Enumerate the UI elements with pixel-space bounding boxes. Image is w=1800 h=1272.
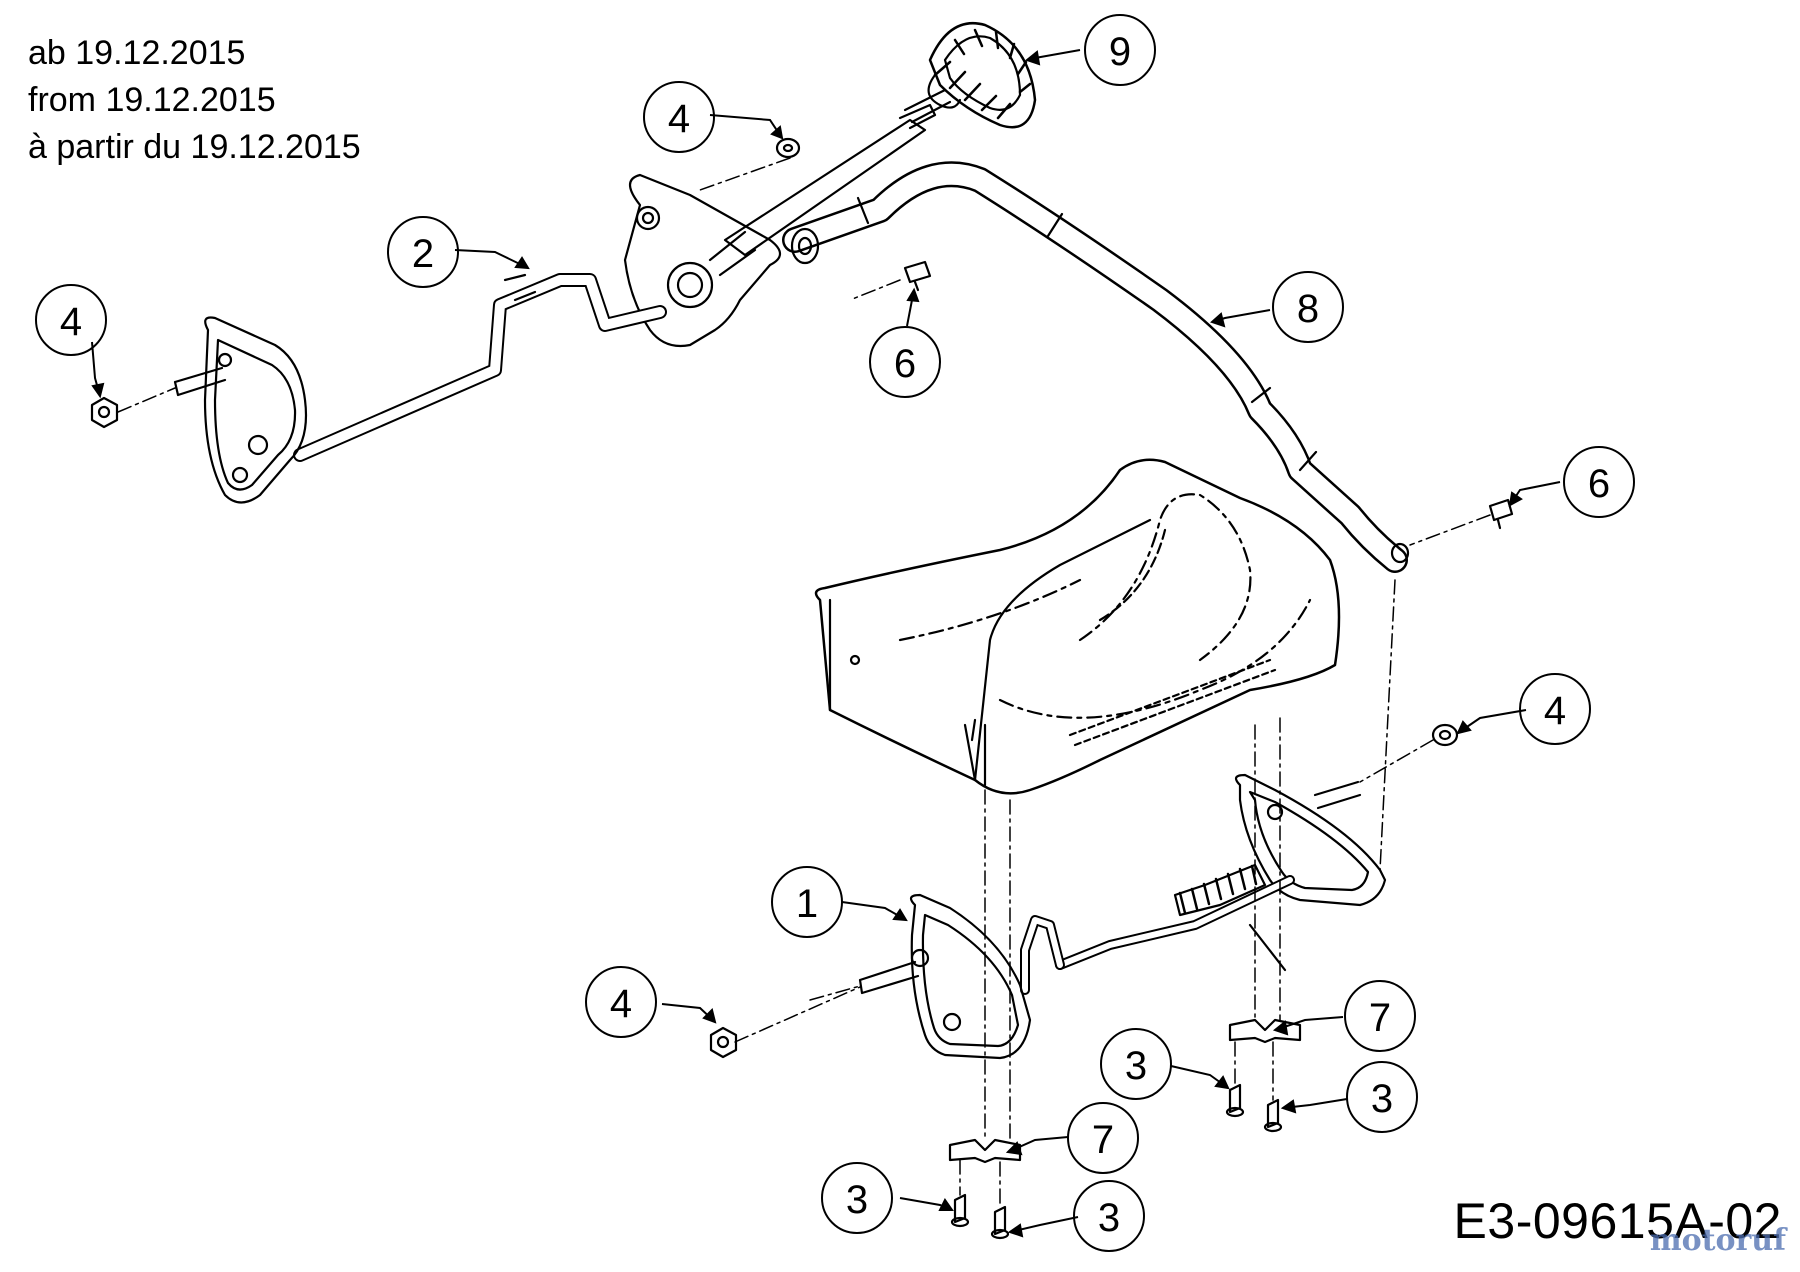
callout-circle-6a bbox=[869, 326, 941, 398]
callout-label-6b: 6 bbox=[1588, 462, 1610, 506]
diagram-code: E3-09615A-02 bbox=[1453, 1193, 1782, 1249]
upper-control-bar bbox=[293, 273, 667, 462]
callout-label-8: 8 bbox=[1297, 287, 1319, 331]
cable-clip-upper bbox=[1228, 1018, 1302, 1044]
screw-c bbox=[1225, 1083, 1245, 1118]
callout-label-3b: 3 bbox=[1371, 1077, 1393, 1121]
callout-circle-8 bbox=[1272, 271, 1344, 343]
callout-circle-3c bbox=[821, 1162, 893, 1234]
nut-lower-left bbox=[709, 1026, 738, 1059]
callout-circle-4a bbox=[643, 81, 715, 153]
callout-label-4b: 4 bbox=[60, 300, 82, 344]
nut-top bbox=[775, 137, 801, 159]
note-line-en: from 19.12.2015 bbox=[28, 81, 276, 119]
callout-circle-3b bbox=[1346, 1061, 1418, 1133]
lower-height-bracket bbox=[858, 773, 1387, 1060]
date-note: ab 19.12.2015 from 19.12.2015 à partir d… bbox=[28, 30, 361, 171]
callout-circle-2 bbox=[387, 216, 459, 288]
callout-label-1: 1 bbox=[796, 882, 818, 926]
bolt-upper bbox=[903, 260, 932, 292]
cable-clip-lower bbox=[948, 1138, 1022, 1164]
callout-circle-7b bbox=[1067, 1102, 1139, 1174]
nut-right bbox=[1431, 723, 1459, 747]
callout-circle-7a bbox=[1344, 980, 1416, 1052]
callout-label-9: 9 bbox=[1109, 30, 1131, 74]
note-line-de: ab 19.12.2015 bbox=[28, 34, 246, 72]
callout-label-4d: 4 bbox=[610, 982, 632, 1026]
note-line-fr: à partir du 19.12.2015 bbox=[28, 128, 361, 166]
callout-circle-3a bbox=[1100, 1028, 1172, 1100]
screw-b bbox=[990, 1205, 1010, 1240]
callout-label-6a: 6 bbox=[894, 342, 916, 386]
callout-label-3c: 3 bbox=[846, 1178, 868, 1222]
callout-circle-1 bbox=[771, 866, 843, 938]
callout-label-2: 2 bbox=[412, 232, 434, 276]
callouts bbox=[35, 14, 1635, 1252]
callout-circle-3d bbox=[1073, 1180, 1145, 1252]
callout-label-7a: 7 bbox=[1369, 996, 1391, 1040]
callout-label-7b: 7 bbox=[1092, 1118, 1114, 1162]
watermark-logo: motoruf bbox=[1649, 1223, 1786, 1258]
screw-a bbox=[950, 1193, 970, 1228]
rear-deck-shield bbox=[814, 458, 1341, 795]
left-bracket-plate bbox=[173, 316, 308, 504]
callout-circle-4d bbox=[585, 966, 657, 1038]
handle-knob bbox=[903, 22, 1037, 129]
nut-upper-left bbox=[90, 396, 119, 429]
callout-label-4c: 4 bbox=[1544, 689, 1566, 733]
callout-circle-4b bbox=[35, 284, 107, 356]
callout-label-4a: 4 bbox=[668, 97, 690, 141]
callout-circle-6b bbox=[1563, 446, 1635, 518]
assembly-lines bbox=[117, 157, 1491, 1208]
callout-label-3d: 3 bbox=[1098, 1196, 1120, 1240]
bolt-right bbox=[1488, 498, 1514, 530]
screw-d bbox=[1263, 1098, 1283, 1133]
callout-label-3a: 3 bbox=[1125, 1044, 1147, 1088]
callout-circle-9 bbox=[1084, 14, 1156, 86]
upper-handle-tube bbox=[782, 161, 1410, 573]
callout-circle-4c bbox=[1519, 673, 1591, 745]
